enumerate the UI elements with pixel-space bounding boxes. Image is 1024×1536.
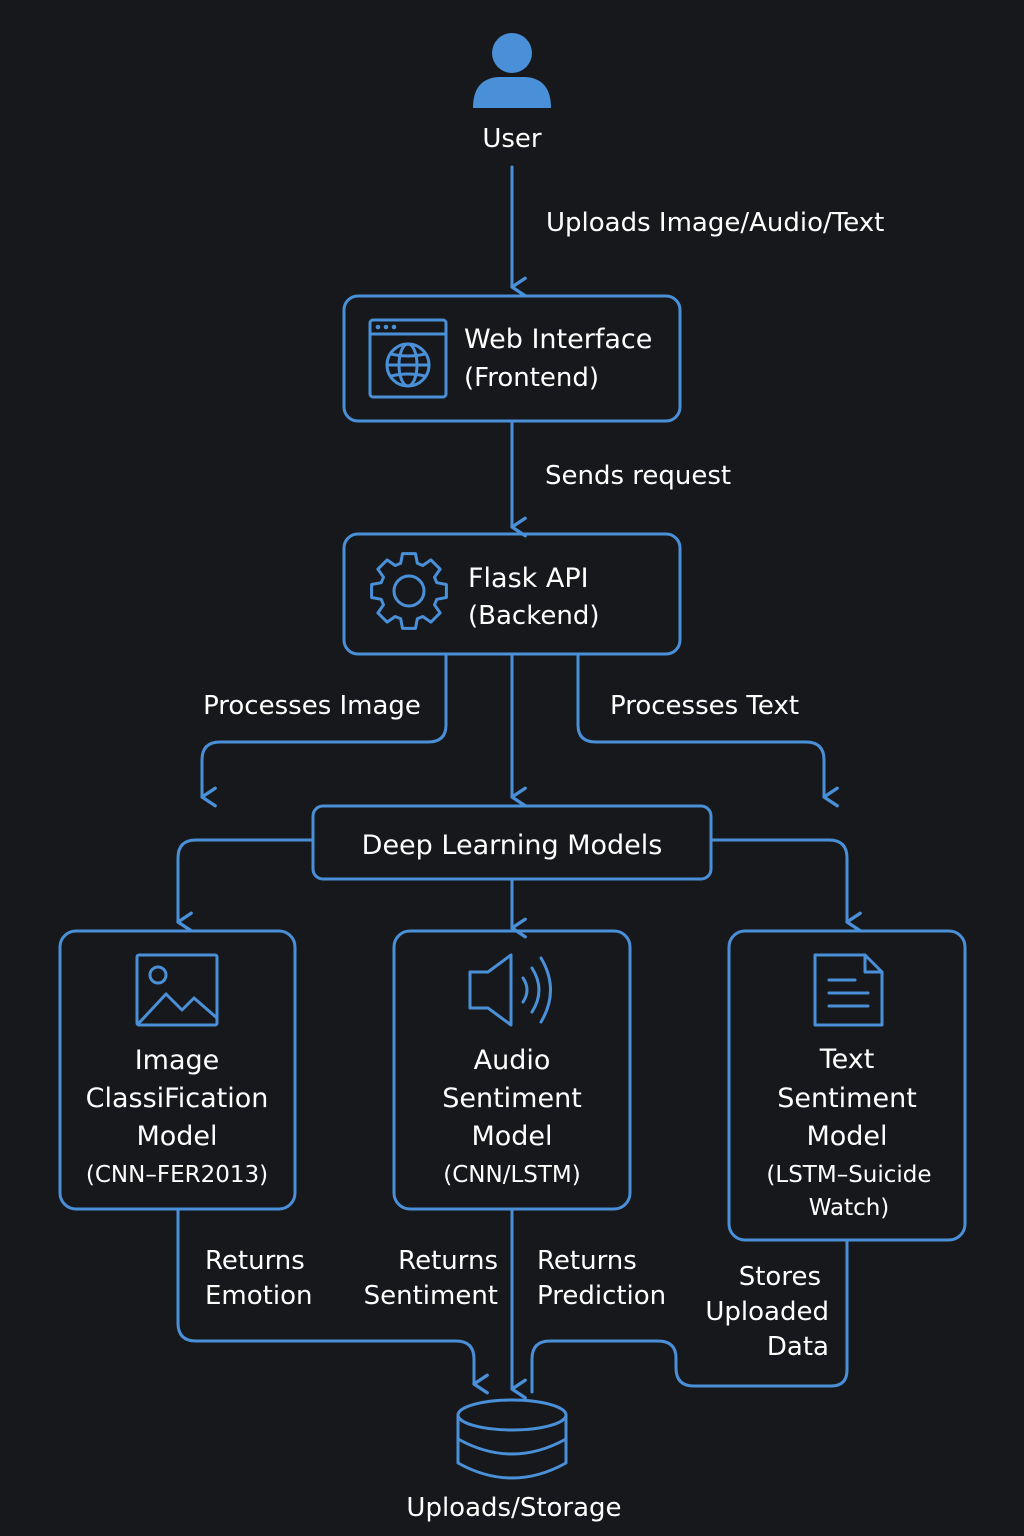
text-model-line-2: Sentiment (777, 1083, 917, 1114)
audio-model-line-2: Sentiment (442, 1083, 582, 1114)
storage-node: Uploads/Storage (406, 1398, 622, 1523)
flask-api-title: Flask API (468, 563, 589, 594)
edge-label-stores-2: Uploaded (705, 1297, 829, 1327)
audio-model-line-1: Audio (474, 1045, 551, 1076)
edge-flask-image-branch (200, 653, 448, 808)
image-model-line-3: Model (136, 1121, 217, 1152)
audio-model-node: Audio Sentiment Model (CNN/LSTM) (392, 929, 632, 1211)
edge-dl-to-image-model (176, 838, 315, 933)
gear-icon (370, 552, 448, 630)
flask-api-subtitle: (Backend) (468, 601, 599, 631)
image-model-line-2: ClassiFication (86, 1083, 269, 1114)
edge-image-to-storage (176, 1208, 489, 1395)
database-icon (456, 1398, 568, 1480)
edge-label-returns-sentiment-1: Returns (398, 1246, 498, 1276)
text-model-box (727, 929, 967, 1242)
storage-label: Uploads/Storage (406, 1493, 621, 1523)
user-node: User (473, 33, 551, 154)
edge-label-sends-request: Sends request (545, 461, 731, 491)
browser-globe-icon (368, 318, 448, 399)
text-model-line-1: Text (819, 1044, 875, 1075)
text-model-sub-1: (LSTM–Suicide (766, 1162, 931, 1188)
edge-label-returns-emotion-2: Emotion (205, 1281, 312, 1311)
edge-label-processes-text: Processes Text (610, 691, 799, 721)
image-model-line-1: Image (135, 1045, 220, 1076)
image-model-node: Image ClassiFication Model (CNN–FER2013) (58, 929, 297, 1211)
document-icon (813, 953, 884, 1027)
edge-label-returns-prediction-2: Prediction (537, 1281, 666, 1311)
edge-label-returns-prediction-1: Returns (537, 1246, 637, 1276)
edge-dl-to-text-model (709, 838, 862, 933)
deep-learning-node: Deep Learning Models (311, 804, 713, 881)
flask-api-node: Flask API (Backend) (342, 532, 682, 656)
edge-label-stores-1: Stores (739, 1262, 821, 1292)
edge-label-uploads: Uploads Image/Audio/Text (546, 208, 884, 238)
deep-learning-label: Deep Learning Models (362, 830, 663, 861)
text-model-line-3: Model (806, 1121, 887, 1152)
web-interface-box (342, 294, 682, 423)
text-model-node: Text Sentiment Model (LSTM–Suicide Watch… (727, 929, 967, 1242)
audio-model-line-3: Model (471, 1121, 552, 1152)
edge-label-returns-emotion-1: Returns (205, 1246, 305, 1276)
web-interface-node: Web Interface (Frontend) (342, 294, 682, 423)
edge-label-stores-3: Data (767, 1332, 829, 1362)
deep-learning-box (311, 804, 713, 881)
edge-label-returns-sentiment-2: Sentiment (364, 1281, 498, 1311)
speaker-icon (468, 953, 552, 1027)
edge-text-to-storage (530, 1239, 849, 1394)
edge-label-processes-image: Processes Image (203, 691, 421, 721)
user-label: User (482, 124, 542, 154)
audio-model-box (392, 929, 632, 1211)
web-interface-subtitle: (Frontend) (464, 363, 599, 393)
image-model-box (58, 929, 297, 1211)
image-model-sub-1: (CNN–FER2013) (86, 1162, 268, 1188)
text-model-sub-2: Watch) (809, 1195, 890, 1221)
edge-flask-text-branch (576, 653, 839, 808)
web-interface-title: Web Interface (464, 324, 652, 355)
image-icon (135, 953, 219, 1027)
edges (176, 165, 862, 1400)
audio-model-sub-1: (CNN/LSTM) (443, 1162, 580, 1188)
flask-api-box (342, 532, 682, 656)
user-icon (473, 33, 551, 108)
